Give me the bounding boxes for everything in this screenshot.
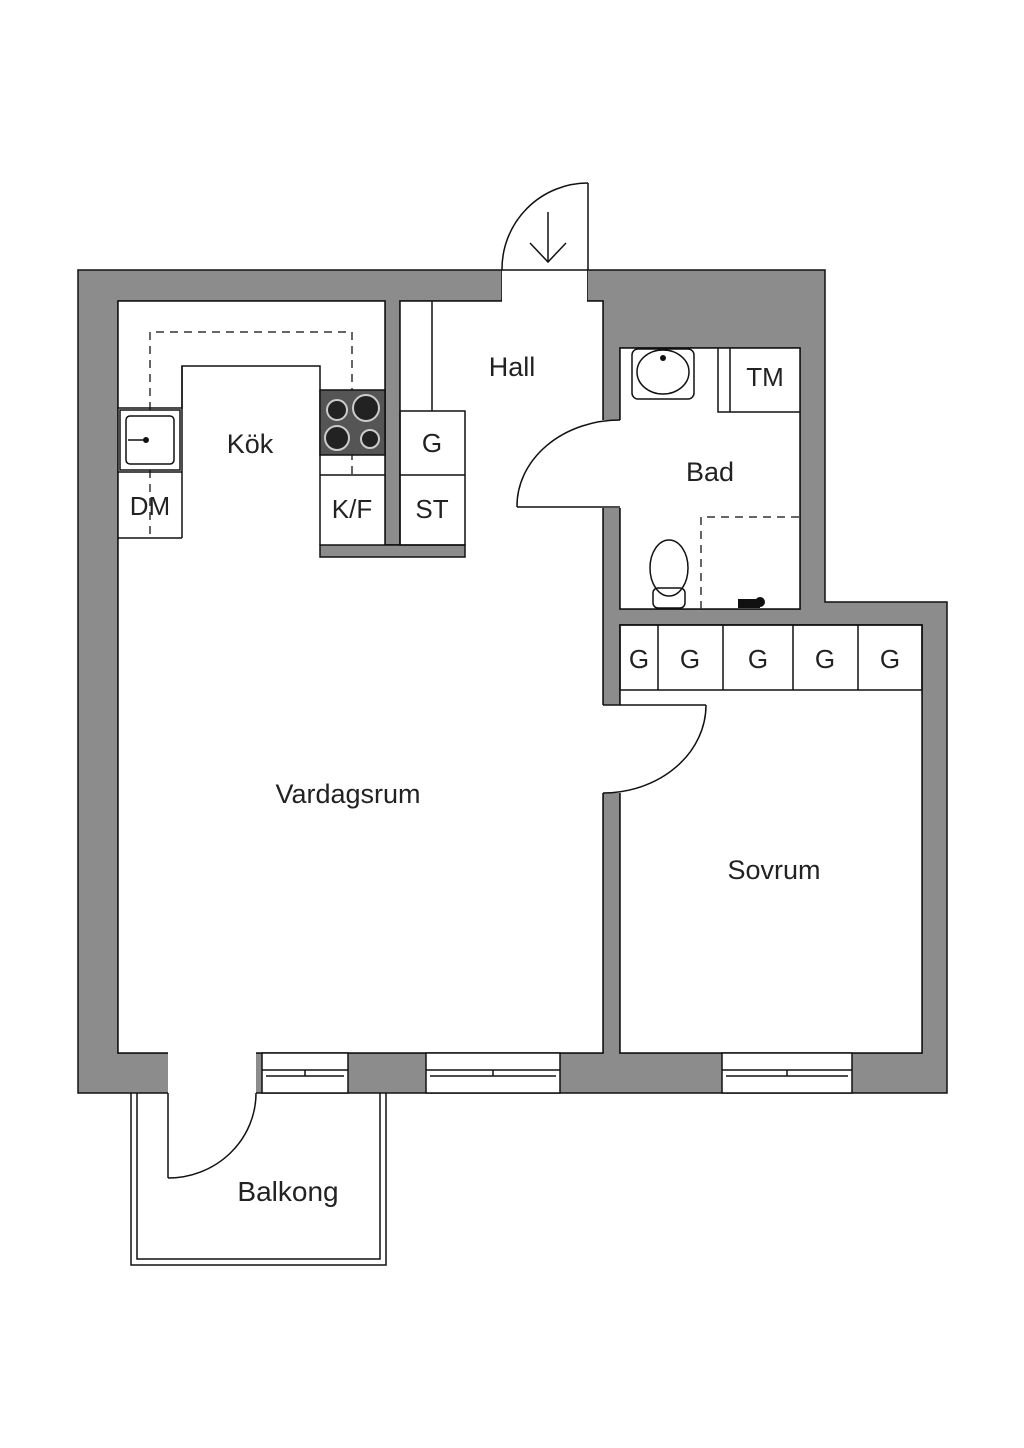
label-wardrobe-1: G xyxy=(629,644,649,674)
label-wardrobe-2: G xyxy=(680,644,700,674)
window-living-2 xyxy=(425,1052,561,1094)
room-label-bad: Bad xyxy=(686,457,734,487)
label-st: ST xyxy=(415,494,448,524)
label-wardrobe-5: G xyxy=(880,644,900,674)
shower-mixer-icon xyxy=(738,597,765,608)
wardrobe-row: G G G G G xyxy=(619,624,923,691)
bedroom-door[interactable] xyxy=(600,704,707,794)
label-wardrobe-4: G xyxy=(815,644,835,674)
sink-icon xyxy=(119,409,181,471)
balcony xyxy=(130,1093,387,1266)
window-bedroom xyxy=(721,1052,853,1094)
label-wardrobe-3: G xyxy=(748,644,768,674)
label-dm: DM xyxy=(130,491,170,521)
room-label-sovrum: Sovrum xyxy=(727,855,820,885)
washbasin-icon xyxy=(631,348,695,400)
label-kf: K/F xyxy=(332,494,372,524)
room-label-kok: Kök xyxy=(227,429,274,459)
entrance-door[interactable] xyxy=(501,182,589,302)
window-living-1 xyxy=(261,1052,349,1094)
kitchen-base-strip xyxy=(319,544,466,558)
stove-icon xyxy=(319,389,386,456)
entrance-arrow-icon xyxy=(529,212,567,264)
balcony-door[interactable] xyxy=(167,1050,257,1179)
shower-area xyxy=(700,516,800,609)
bathroom-door[interactable] xyxy=(516,419,624,508)
room-label-hall: Hall xyxy=(489,352,536,382)
label-tm: TM xyxy=(746,362,784,392)
kitchen-upper-cabinets xyxy=(149,331,353,538)
room-label-vardagsrum: Vardagsrum xyxy=(275,779,420,809)
label-g-kitchen: G xyxy=(422,428,442,458)
room-label-balkong: Balkong xyxy=(237,1176,338,1207)
toilet-icon xyxy=(649,539,689,609)
bedroom-area xyxy=(619,624,923,1054)
